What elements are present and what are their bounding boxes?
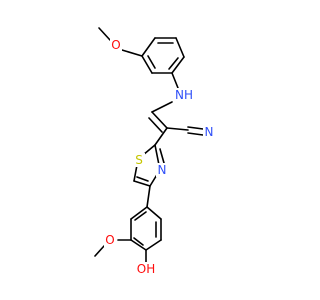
bond <box>147 55 156 69</box>
bond <box>130 239 147 251</box>
bond <box>146 185 151 208</box>
bond <box>187 132 204 136</box>
bond <box>98 27 111 41</box>
bond <box>141 55 153 74</box>
thiazole-ring <box>133 144 165 187</box>
atom-label-o: O <box>105 233 114 247</box>
molecule-structure: O NH N S N O OH <box>94 27 215 276</box>
atom-methoxy-o-bottom: O <box>104 233 116 247</box>
bond <box>133 164 138 182</box>
bond <box>171 72 179 89</box>
bond <box>159 148 165 164</box>
hydroxymethoxyphenyl-ring <box>130 206 162 251</box>
bond <box>187 126 204 130</box>
bond <box>175 37 185 58</box>
atom-nitrile-n: N <box>203 125 215 139</box>
atom-label-oh: OH <box>137 262 155 276</box>
bond <box>94 245 105 257</box>
atom-label-n: N <box>205 125 214 139</box>
bond <box>154 144 160 166</box>
atom-label-n: N <box>158 163 167 177</box>
atom-amine-nh: NH <box>173 88 195 102</box>
bond <box>151 111 168 129</box>
bond <box>151 101 173 113</box>
atom-label-nh: NH <box>175 88 193 102</box>
atom-thiazole-n: N <box>156 163 168 177</box>
bond <box>145 239 162 251</box>
bond <box>133 180 151 187</box>
bond <box>130 206 148 220</box>
atom-label-s: S <box>135 153 143 167</box>
bond <box>168 57 179 70</box>
bond <box>171 56 185 74</box>
atom-label-o: O <box>111 38 120 52</box>
bond <box>134 211 147 221</box>
atom-hydroxyl: OH <box>134 262 158 276</box>
atom-thiazole-s: S <box>133 153 145 167</box>
methoxyphenyl-ring <box>141 37 185 74</box>
bond <box>166 127 189 131</box>
bond <box>148 117 163 133</box>
atom-methoxy-o-top: O <box>110 38 122 52</box>
bond <box>136 176 149 182</box>
bond <box>133 237 144 246</box>
bond <box>121 49 143 57</box>
bond <box>146 206 162 220</box>
bond <box>141 37 156 57</box>
bond <box>154 127 168 146</box>
